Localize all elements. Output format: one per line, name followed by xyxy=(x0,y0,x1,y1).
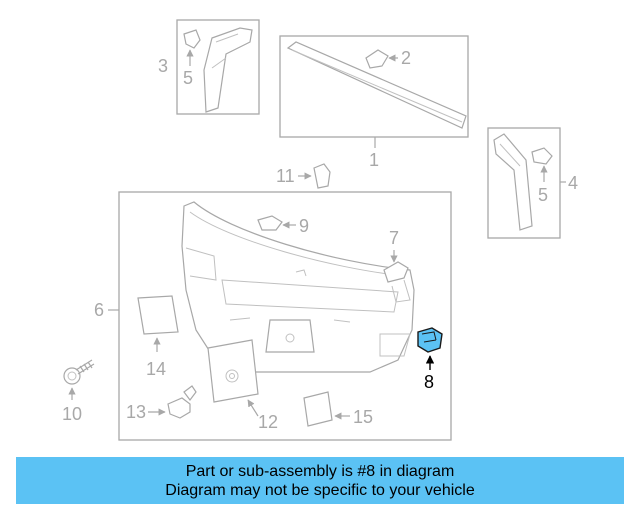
callout-11: 11 xyxy=(276,166,295,186)
group-box-3 xyxy=(176,19,260,115)
header-trim-group xyxy=(279,35,469,138)
callout-8: 8 xyxy=(424,372,434,392)
callout-13: 13 xyxy=(126,402,146,422)
group-box-4 xyxy=(487,127,561,239)
parts-diagram: 3 5 2 1 5 4 11 6 9 xyxy=(62,19,578,441)
callout-9: 9 xyxy=(299,216,309,236)
callout-10: 10 xyxy=(62,404,82,424)
group-box-1 xyxy=(279,35,469,138)
callout-4: 4 xyxy=(568,173,578,193)
banner-line-1: Part or sub-assembly is #8 in diagram xyxy=(185,463,455,480)
callout-15: 15 xyxy=(353,407,373,427)
callout-2: 2 xyxy=(401,48,411,68)
access-panel-12 xyxy=(207,339,259,403)
info-banner: Part or sub-assembly is #8 in diagram Di… xyxy=(16,457,624,504)
pillar-trim-left-group xyxy=(176,19,260,115)
clip-2 xyxy=(365,49,389,69)
callout-1: 1 xyxy=(369,150,379,170)
pillar-trim-right xyxy=(493,133,533,231)
callout-3: 3 xyxy=(158,56,168,76)
cover-15 xyxy=(303,391,333,427)
pillar-trim-right-group xyxy=(487,127,566,239)
banner-line-2: Diagram may not be specific to your vehi… xyxy=(165,482,475,499)
screw-10 xyxy=(63,359,95,385)
callout-5-right: 5 xyxy=(538,185,548,205)
callout-6: 6 xyxy=(94,300,104,320)
cover-14 xyxy=(137,295,179,335)
callout-5-left: 5 xyxy=(183,68,193,88)
bracket-8-highlighted[interactable] xyxy=(417,327,443,353)
clip-11 xyxy=(313,163,331,189)
callout-14: 14 xyxy=(146,359,166,379)
clip-9 xyxy=(257,215,283,231)
header-trim-panel xyxy=(286,41,467,129)
pillar-trim-left xyxy=(203,27,253,113)
callout-12: 12 xyxy=(258,412,278,432)
clip-5-left xyxy=(183,29,201,49)
clip-7 xyxy=(383,261,409,283)
group-box-6 xyxy=(118,191,452,441)
clip-5-right xyxy=(531,147,553,165)
hook-13 xyxy=(167,397,191,419)
callout-7: 7 xyxy=(389,228,399,248)
